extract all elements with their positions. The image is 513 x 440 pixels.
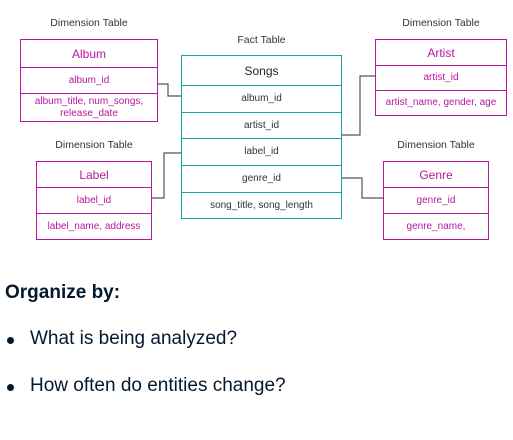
fact-caption: Fact Table: [237, 34, 286, 46]
label-row-key: label_id: [37, 187, 151, 213]
songs-row-artist-id: artist_id: [182, 112, 341, 138]
artist-row-key: artist_id: [376, 65, 506, 90]
album-table: Album album_id album_title, num_songs, r…: [20, 39, 158, 122]
songs-title: Songs: [244, 63, 279, 78]
label-title: Label: [79, 167, 109, 182]
bullet-text: What is being analyzed?: [30, 328, 238, 349]
label-table: Label label_id label_name, address: [36, 161, 152, 240]
songs-row-attributes: song_title, song_length: [182, 192, 341, 218]
songs-row-label-id: label_id: [182, 138, 341, 165]
album-row-attributes: album_title, num_songs, release_date: [21, 93, 157, 121]
genre-title: Genre: [419, 167, 453, 182]
songs-row-genre-id: genre_id: [182, 165, 341, 192]
artist-caption: Dimension Table: [402, 17, 480, 29]
bullet-dot-icon: [7, 337, 14, 344]
album-title: Album: [71, 46, 106, 61]
label-row-attributes: label_name, address: [37, 213, 151, 239]
connector-artist-songs: [342, 75, 375, 136]
bullet-item: What is being analyzed?: [0, 328, 286, 375]
genre-table: Genre genre_id genre_name,: [383, 161, 489, 240]
connector-lines: [152, 75, 383, 199]
connector-label-songs: [152, 152, 181, 199]
artist-row-attributes: artist_name, gender, age: [376, 90, 506, 115]
album-caption: Dimension Table: [50, 17, 128, 29]
bullet-dot-icon: [7, 384, 14, 391]
genre-row-key: genre_id: [384, 187, 488, 213]
label-caption: Dimension Table: [55, 139, 133, 151]
bullet-list: What is being analyzed? How often do ent…: [0, 328, 286, 422]
genre-caption: Dimension Table: [397, 139, 475, 151]
bullet-text: How often do entities change?: [30, 375, 286, 396]
section-heading: Organize by:: [5, 282, 121, 303]
artist-title: Artist: [427, 45, 455, 60]
connector-genre-songs: [342, 177, 383, 199]
artist-table: Artist artist_id artist_name, gender, ag…: [375, 39, 507, 116]
genre-row-attributes: genre_name,: [384, 213, 488, 239]
bullet-item: How often do entities change?: [0, 375, 286, 422]
connector-album-songs: [158, 83, 181, 97]
album-row-key: album_id: [21, 67, 157, 93]
songs-fact-table: Songs album_id artist_id label_id genre_…: [181, 55, 342, 219]
songs-row-album-id: album_id: [182, 85, 341, 112]
